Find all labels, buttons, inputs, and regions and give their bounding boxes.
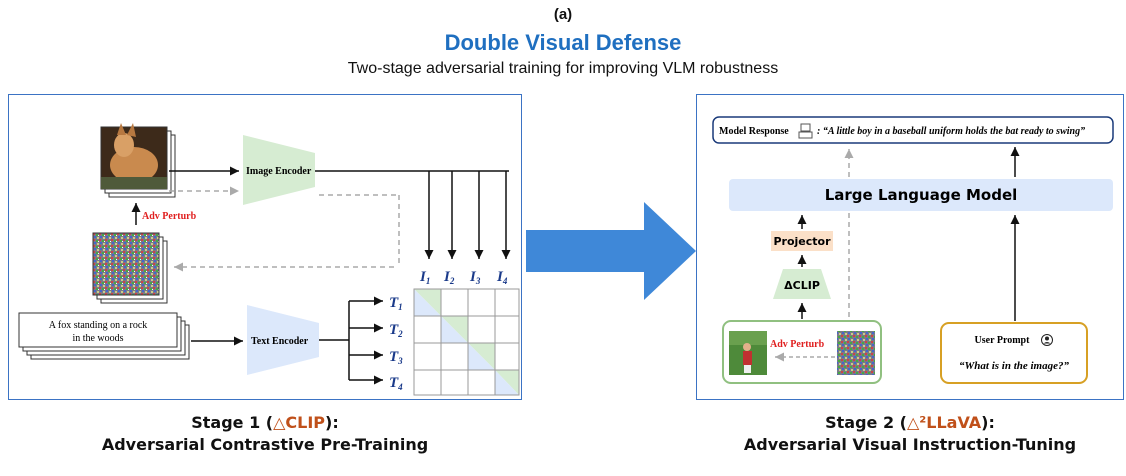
llm-box	[729, 179, 1113, 211]
caption-line-1: A fox standing on a rock	[49, 320, 148, 331]
baseball-image	[729, 331, 767, 375]
stage2-panel: Model Response : “A little boy in a base…	[696, 94, 1124, 400]
noise-image	[837, 331, 875, 375]
stage2-caption: Stage 2 (△²LLaVA): Adversarial Visual In…	[743, 413, 1077, 454]
text-token-4: T4	[389, 375, 403, 392]
projector-label: Projector	[773, 235, 831, 248]
stage1-diagram: Adv Perturb Image Encoder I1 I2 I3 I4	[18, 123, 520, 396]
projector-box	[771, 231, 833, 251]
model-response-label: Model Response	[719, 126, 789, 137]
stage1-caption: Stage 1 (△CLIP): Adversarial Contrastive…	[101, 413, 429, 454]
stage1-panel: Adv Perturb Image Encoder I1 I2 I3 I4	[8, 94, 522, 400]
text-token-3: T3	[389, 349, 403, 366]
caption-line-2: in the woods	[72, 333, 123, 344]
stage2-diagram: Model Response : “A little boy in a base…	[712, 116, 1114, 384]
text-token-1: T1	[389, 295, 403, 312]
noise-image-stack	[92, 232, 168, 304]
image-token-3: I3	[469, 269, 481, 286]
model-response-box	[712, 116, 1114, 144]
robot-icon	[798, 123, 813, 139]
adv-perturb-label: Adv Perturb	[142, 211, 197, 222]
stage-transition-arrow	[526, 202, 696, 300]
llm-label: Large Language Model	[825, 186, 1018, 204]
fox-image-stack	[100, 123, 176, 198]
similarity-matrix	[413, 288, 520, 396]
text-token-2: T2	[389, 322, 403, 339]
figure-subtitle: Two-stage adversarial training for impro…	[347, 60, 779, 77]
user-icon	[1041, 334, 1053, 346]
figure-label: (a)	[553, 6, 573, 23]
image-token-1: I1	[419, 269, 430, 286]
image-encoder-shape	[243, 135, 315, 205]
text-encoder-shape	[247, 305, 319, 375]
clip-shape	[773, 269, 831, 299]
clip-label: ΔCLIP	[784, 279, 820, 292]
model-response-text: : “A little boy in a baseball uniform ho…	[817, 126, 1085, 137]
user-prompt-box	[940, 322, 1088, 384]
text-token-labels: T1 T2 T3 T4	[389, 295, 403, 392]
user-prompt-label: User Prompt	[975, 335, 1031, 346]
image-token-labels: I1 I2 I3 I4	[419, 269, 508, 286]
image-token-4: I4	[496, 269, 508, 286]
image-token-2: I2	[443, 269, 455, 286]
caption-stack	[18, 312, 190, 360]
prompt-text: “What is in the image?”	[959, 360, 1070, 372]
text-encoder-label: Text Encoder	[251, 336, 309, 347]
image-encoder-label: Image Encoder	[246, 166, 312, 177]
adv-perturb-label-stage2: Adv Perturb	[770, 339, 825, 350]
figure-title: Double Visual Defense	[444, 30, 682, 55]
